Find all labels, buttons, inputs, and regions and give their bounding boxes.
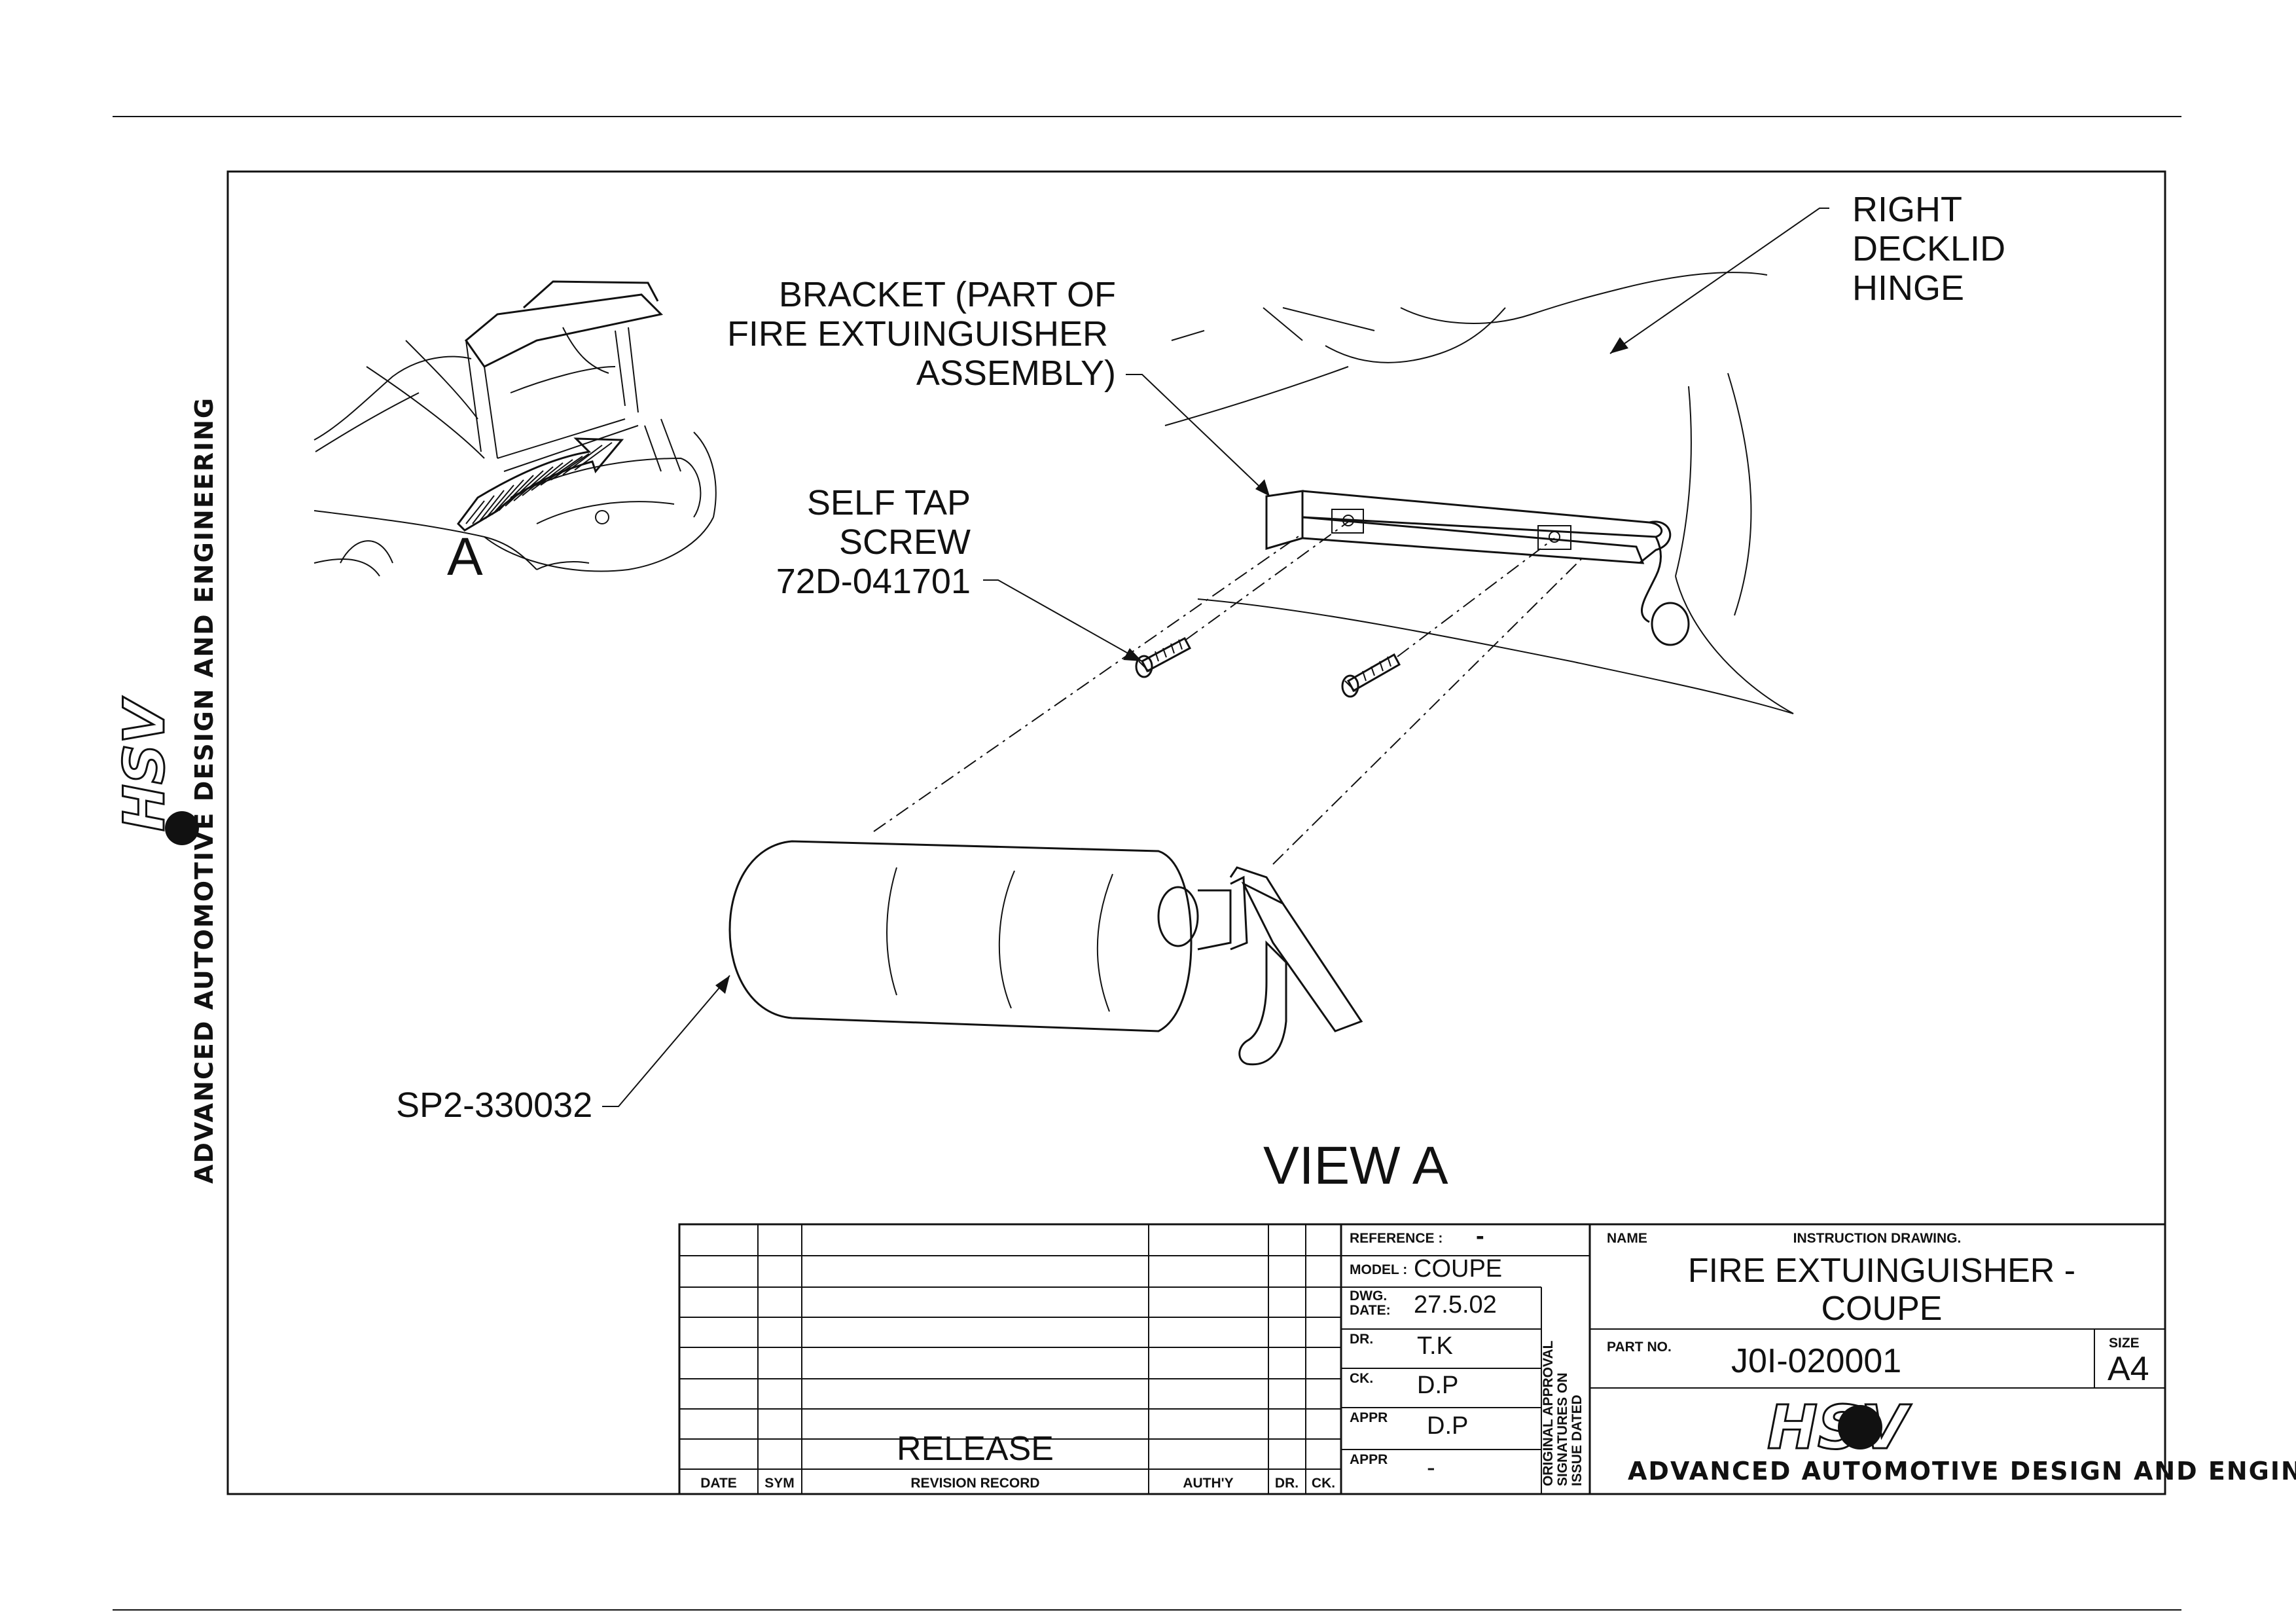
ck-value: D.P bbox=[1417, 1372, 1458, 1399]
side-logo-text: HSV bbox=[112, 696, 177, 831]
name-label: NAME bbox=[1607, 1231, 1647, 1246]
callout-screw-line3: 72D-041701 bbox=[776, 562, 971, 601]
title-block bbox=[1588, 1223, 2166, 1495]
fire-extinguisher bbox=[728, 840, 1363, 1066]
size-label: SIZE bbox=[2109, 1336, 2140, 1351]
reference-value: - bbox=[1476, 1222, 1484, 1250]
rev-header-ck: CK. bbox=[1312, 1476, 1335, 1491]
callout-bracket-line2: FIRE EXTUINGUISHER bbox=[727, 314, 1108, 354]
callout-leaders bbox=[602, 208, 1829, 1107]
model-label: MODEL : bbox=[1350, 1262, 1407, 1277]
callout-extinguisher-part: SP2-330032 bbox=[396, 1085, 592, 1125]
assembly-centre-lines bbox=[873, 521, 1585, 865]
part-no-label: PART NO. bbox=[1607, 1340, 1672, 1355]
dwg-date-label-1: DWG. bbox=[1350, 1288, 1387, 1304]
dr-label: DR. bbox=[1350, 1332, 1373, 1347]
self-tap-screw-left bbox=[1135, 636, 1192, 678]
side-banner-text: ADVANCED AUTOMOTIVE DESIGN AND ENGINEERI… bbox=[190, 397, 219, 1184]
callout-hinge-line1: RIGHT bbox=[1852, 190, 1962, 229]
view-marker-a: A bbox=[447, 527, 483, 587]
title-company: ADVANCED AUTOMOTIVE DESIGN AND ENGINEERI… bbox=[1628, 1457, 2296, 1486]
size-value: A4 bbox=[2108, 1350, 2149, 1388]
approval-note-line1: ORIGINAL APPROVAL bbox=[1541, 1340, 1556, 1486]
mounting-environment-lines bbox=[1164, 272, 1794, 714]
rev-header-record: REVISION RECORD bbox=[910, 1476, 1039, 1491]
revision-release-entry: RELEASE bbox=[897, 1430, 1054, 1468]
rev-header-dr: DR. bbox=[1275, 1476, 1299, 1491]
appr1-value: D.P bbox=[1427, 1412, 1468, 1440]
dwg-date-label-2: DATE: bbox=[1350, 1303, 1391, 1318]
reference-label: REFERENCE : bbox=[1350, 1231, 1443, 1246]
side-logo-lion-badge bbox=[165, 811, 199, 845]
callout-hinge-line3: HINGE bbox=[1852, 268, 1964, 308]
car-inset-illustration bbox=[314, 280, 717, 577]
appr1-label: APPR bbox=[1350, 1410, 1388, 1425]
self-tap-screw-right bbox=[1341, 653, 1401, 698]
side-banner: ADVANCED AUTOMOTIVE DESIGN AND ENGINEERI… bbox=[190, 397, 219, 1184]
model-value: COUPE bbox=[1414, 1255, 1502, 1283]
callout-screw-line2: SCREW bbox=[839, 522, 971, 562]
rev-header-sym: SYM bbox=[764, 1476, 795, 1491]
callout-screw-line1: SELF TAP bbox=[807, 483, 971, 522]
extinguisher-bracket bbox=[1265, 490, 1690, 646]
rev-header-authy: AUTH'Y bbox=[1183, 1476, 1233, 1491]
callout-bracket-line3: ASSEMBLY) bbox=[916, 354, 1116, 393]
drawing-title-line1: FIRE EXTUINGUISHER - bbox=[1688, 1252, 2075, 1290]
dr-value: T.K bbox=[1417, 1332, 1453, 1360]
title-logo-lion-badge bbox=[1838, 1405, 1882, 1450]
approval-note-line2: SIGNATURES ON bbox=[1555, 1373, 1570, 1486]
view-title: VIEW A bbox=[1263, 1136, 1448, 1195]
approval-note: ORIGINAL APPROVAL SIGNATURES ON ISSUE DA… bbox=[1541, 1340, 1585, 1486]
callout-bracket-line1: BRACKET (PART OF bbox=[779, 275, 1116, 314]
rev-header-date: DATE bbox=[700, 1476, 737, 1491]
approval-note-line3: ISSUE DATED bbox=[1570, 1395, 1585, 1486]
dwg-date-value: 27.5.02 bbox=[1414, 1291, 1497, 1319]
side-logo: HSV bbox=[111, 695, 179, 833]
appr2-value: - bbox=[1427, 1454, 1435, 1482]
appr2-label: APPR bbox=[1350, 1452, 1388, 1467]
drawing-title-line2: COUPE bbox=[1821, 1290, 1943, 1328]
drawing-type: INSTRUCTION DRAWING. bbox=[1793, 1231, 1962, 1246]
ck-label: CK. bbox=[1350, 1371, 1373, 1386]
part-number: J0I-020001 bbox=[1731, 1342, 1901, 1380]
callout-hinge-line2: DECKLID bbox=[1852, 229, 2005, 268]
